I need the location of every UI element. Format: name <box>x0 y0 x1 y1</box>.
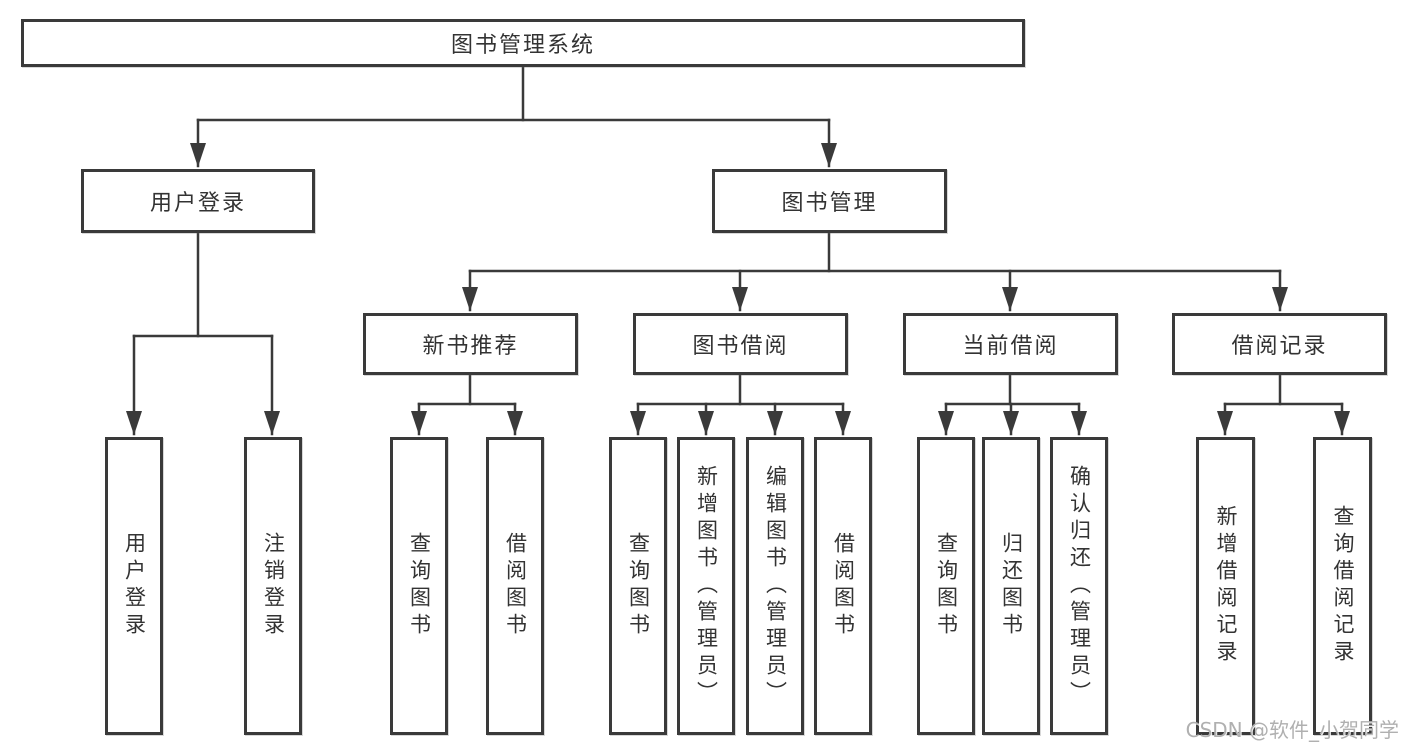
leaf-borrow-books-borrow: 借阅图书 <box>814 437 872 735</box>
node-new-book-recommend: 新书推荐 <box>363 313 578 375</box>
leaf-confirm-return-admin: 确认归还（管理员） <box>1050 437 1108 735</box>
leaf-return-books: 归还图书 <box>982 437 1040 735</box>
node-current-borrow: 当前借阅 <box>903 313 1118 375</box>
leaf-query-books-borrow: 查询图书 <box>609 437 667 735</box>
leaf-edit-books-admin: 编辑图书（管理员） <box>746 437 804 735</box>
leaf-borrow-books-newrec: 借阅图书 <box>486 437 544 735</box>
node-borrow-record: 借阅记录 <box>1172 313 1387 375</box>
node-book-management: 图书管理 <box>712 169 947 233</box>
leaf-query-books-current: 查询图书 <box>917 437 975 735</box>
leaf-add-borrow-record: 新增借阅记录 <box>1196 437 1255 735</box>
leaf-add-books-admin: 新增图书（管理员） <box>677 437 735 735</box>
leaf-logout: 注销登录 <box>244 437 302 735</box>
node-user-login: 用户登录 <box>81 169 315 233</box>
csdn-watermark: CSDN @软件_小贺同学 <box>1185 718 1399 742</box>
node-root: 图书管理系统 <box>21 19 1025 67</box>
leaf-query-borrow-record: 查询借阅记录 <box>1313 437 1372 735</box>
node-book-borrow: 图书借阅 <box>633 313 848 375</box>
leaf-query-books-newrec: 查询图书 <box>390 437 448 735</box>
leaf-user-login: 用户登录 <box>105 437 163 735</box>
